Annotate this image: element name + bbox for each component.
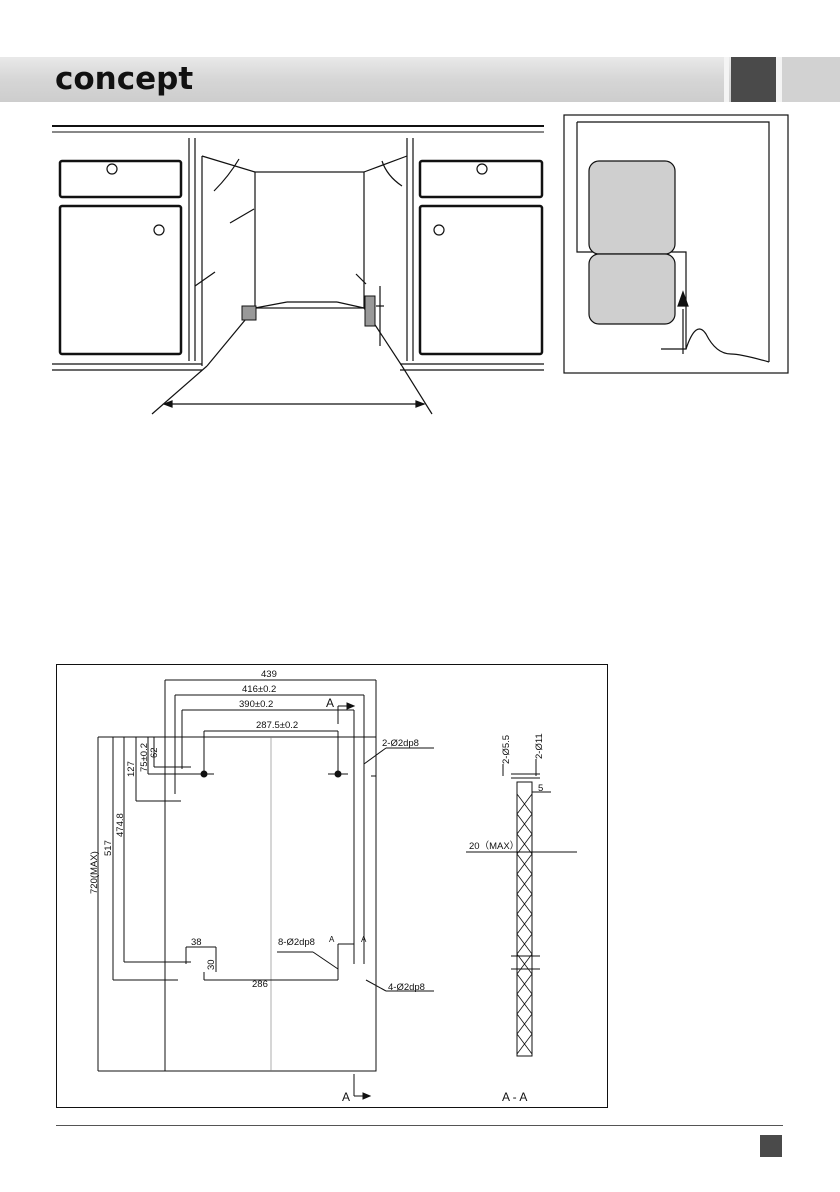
holes-bot-label: 4-Ø2dp8 — [388, 982, 425, 993]
header-separator — [724, 57, 729, 102]
dim-720: 720(MAX) — [89, 851, 100, 894]
brand-logo: concept — [55, 58, 193, 100]
dim-30: 30 — [206, 959, 217, 970]
dim-38: 38 — [191, 937, 202, 948]
door-drilling-template: 439 416±0.2 390±0.2 287.5±0.2 A 2-Ø2dp8 … — [56, 664, 608, 1108]
dim-127: 127 — [126, 761, 137, 777]
header-tail — [782, 57, 840, 102]
holes-mid-label: 8-Ø2dp8 — [278, 937, 315, 948]
dim-517: 517 — [103, 840, 114, 856]
cabinet-niche-illustration — [52, 116, 544, 421]
header-dark-tab — [731, 57, 776, 102]
page-number-box — [760, 1135, 782, 1157]
dim-287: 287.5±0.2 — [256, 720, 298, 731]
dim-416: 416±0.2 — [242, 684, 276, 695]
dim-d11: 2-Ø11 — [534, 733, 545, 759]
dim-286: 286 — [252, 979, 268, 990]
dim-474: 474.8 — [115, 813, 126, 837]
dim-5: 5 — [538, 783, 543, 794]
footer-rule — [56, 1125, 783, 1126]
dim-62: 62 — [149, 747, 160, 758]
dim-439: 439 — [261, 669, 277, 680]
dim-390: 390±0.2 — [239, 699, 273, 710]
section-aa-label: A - A — [502, 1090, 527, 1104]
section-mark-top: A — [326, 696, 334, 710]
dim-d55: 2-Ø5.5 — [501, 735, 512, 764]
holes-top-label: 2-Ø2dp8 — [382, 738, 419, 749]
section-mark-mid-right: A — [361, 935, 367, 944]
corner-installation-diagram — [563, 114, 789, 374]
dim-20max: 20（MAX） — [469, 840, 519, 852]
section-mark-bottom: A — [342, 1090, 350, 1104]
section-mark-mid: A — [329, 935, 335, 944]
